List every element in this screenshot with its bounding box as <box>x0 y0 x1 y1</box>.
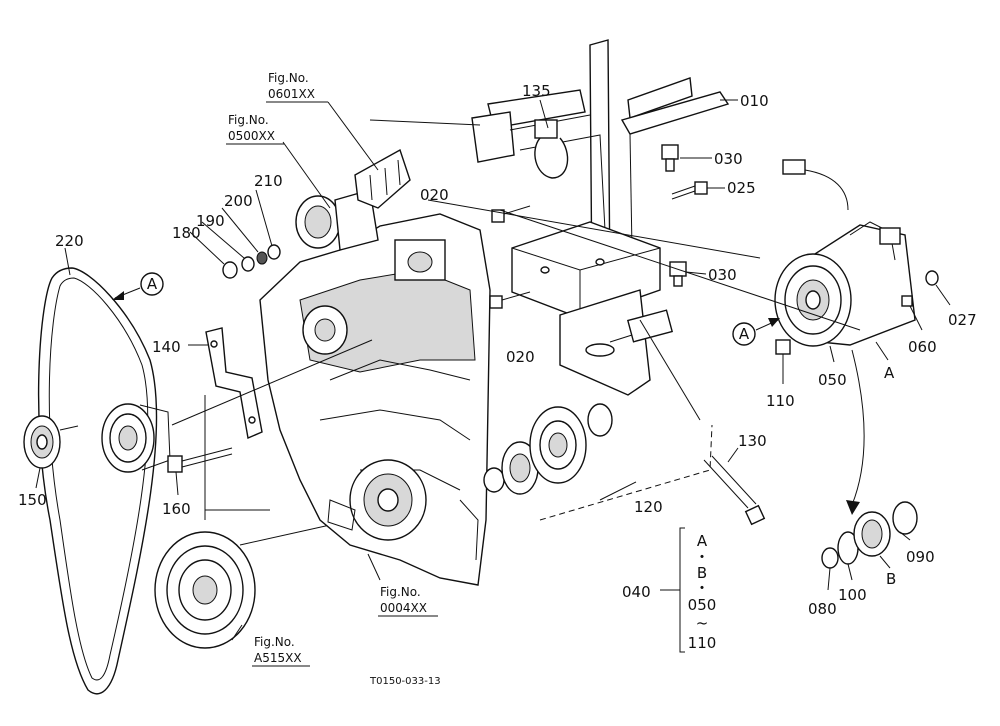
label-220: 220 <box>55 232 84 250</box>
label-210: 210 <box>254 172 283 190</box>
group-040-end: 110 <box>688 634 717 652</box>
fig-ref-0601: Fig.No. 0601XX <box>266 71 328 103</box>
label-110: 110 <box>766 392 795 410</box>
bolt-030-upper <box>661 144 679 172</box>
fig-ref-0004: Fig.No. 0004XX <box>378 585 438 617</box>
label-180: 180 <box>172 224 201 242</box>
label-140: 140 <box>152 338 181 356</box>
bolt-030-lower <box>669 261 687 287</box>
group-040-tilde: ~ <box>696 614 709 632</box>
nut-060 <box>901 295 913 307</box>
crank-pulley <box>154 524 331 649</box>
bracket-0601 <box>354 148 411 209</box>
tension-pulley-120 <box>483 403 613 495</box>
label-190: 190 <box>196 212 225 230</box>
label-040: 040 <box>622 583 651 601</box>
bracket-140 <box>205 327 263 439</box>
group-040-b: B <box>697 564 707 582</box>
fig-ref-0500-label: Fig.No. <box>228 113 269 127</box>
bolt-160 <box>167 447 233 473</box>
label-160: 160 <box>162 500 191 518</box>
idler-pulley-150 <box>23 415 79 469</box>
bolt-020-lower <box>489 291 531 309</box>
engine-block <box>259 213 491 586</box>
bolt-025 <box>671 181 708 200</box>
clamp-135 <box>534 119 569 179</box>
label-135: 135 <box>522 82 551 100</box>
bolt-130 <box>703 455 766 526</box>
label-marker-a: A <box>884 364 895 382</box>
group-040-dot1: ・ <box>694 548 709 566</box>
label-030-upper: 030 <box>714 150 743 168</box>
fig-ref-0601-number: 0601XX <box>268 87 315 101</box>
fig-ref-a515-label: Fig.No. <box>254 635 295 649</box>
marker-a-left-text: A <box>147 275 158 293</box>
label-080: 080 <box>808 600 837 618</box>
clutch-parts <box>821 501 918 569</box>
label-027: 027 <box>948 311 977 329</box>
group-040-dot2: ・ <box>694 579 709 597</box>
label-100: 100 <box>838 586 867 604</box>
label-060: 060 <box>908 338 937 356</box>
fig-ref-0004-label: Fig.No. <box>380 585 421 599</box>
fig-ref-0004-number: 0004XX <box>380 601 427 615</box>
label-090: 090 <box>906 548 935 566</box>
ac-compressor <box>774 159 916 347</box>
label-120: 120 <box>634 498 663 516</box>
label-150: 150 <box>18 491 47 509</box>
fig-ref-a515: Fig.No. A515XX <box>252 635 310 667</box>
label-050: 050 <box>818 371 847 389</box>
leader-lines <box>35 99 951 641</box>
bolt-110 <box>775 339 791 355</box>
lower-bracket <box>559 289 651 396</box>
group-040-start: 050 <box>688 596 717 614</box>
fan-pulley <box>101 403 171 473</box>
marker-a-right: A <box>732 318 780 346</box>
label-020-upper: 020 <box>420 186 449 204</box>
drive-belt-220 <box>37 267 158 695</box>
document-number: T0150-033-13 <box>369 676 441 687</box>
group-040-range: A ・ B ・ 050 ~ 110 <box>675 527 717 653</box>
label-025: 025 <box>727 179 756 197</box>
label-010: 010 <box>740 92 769 110</box>
label-130: 130 <box>738 432 767 450</box>
label-200: 200 <box>224 192 253 210</box>
label-030-lower: 030 <box>708 266 737 284</box>
fig-ref-0500-number: 0500XX <box>228 129 275 143</box>
marker-a-left: A <box>112 272 164 300</box>
nut-027 <box>925 270 939 286</box>
group-040-a: A <box>697 532 708 550</box>
label-marker-b: B <box>886 570 896 588</box>
thermostat-housing <box>295 189 379 251</box>
idler-shaft <box>609 309 674 343</box>
detail-arrow <box>851 349 865 506</box>
frame-010 <box>471 39 730 319</box>
marker-a-right-text: A <box>739 325 750 343</box>
fig-ref-a515-number: A515XX <box>254 651 302 665</box>
washer-stack <box>222 244 281 279</box>
fig-ref-0500: Fig.No. 0500XX <box>226 113 284 145</box>
label-020-lower: 020 <box>506 348 535 366</box>
fig-ref-0601-label: Fig.No. <box>268 71 309 85</box>
